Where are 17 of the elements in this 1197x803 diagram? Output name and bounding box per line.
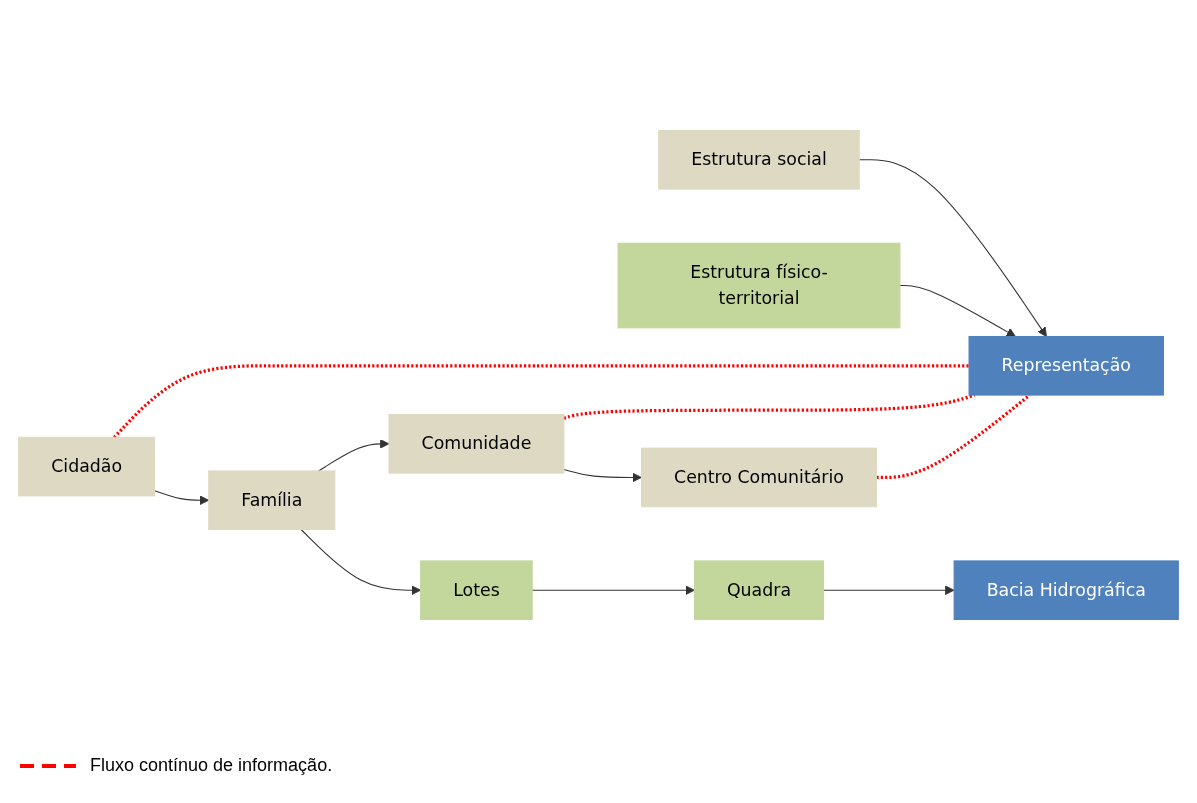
node-box: Centro Comunitário — [640, 447, 877, 508]
connector — [563, 393, 976, 420]
node-box: Bacia Hidrográfica — [953, 560, 1179, 620]
arrow — [563, 468, 642, 483]
arrow — [899, 285, 1016, 337]
arrow — [318, 439, 390, 472]
node-box: Estrutura social — [658, 130, 860, 190]
node-box: Quadra — [693, 560, 825, 620]
connector — [113, 364, 970, 439]
arrow — [823, 585, 955, 595]
node-box: Cidadão — [18, 436, 156, 497]
node-box: Representação — [968, 335, 1164, 396]
node-box: Lotes — [420, 560, 533, 620]
node-box: Estrutura físico-territorial — [617, 242, 901, 329]
node-box: Família — [208, 470, 336, 531]
node-box: Comunidade — [388, 414, 565, 474]
legend-text: Fluxo contínuo de informação. — [90, 755, 333, 776]
